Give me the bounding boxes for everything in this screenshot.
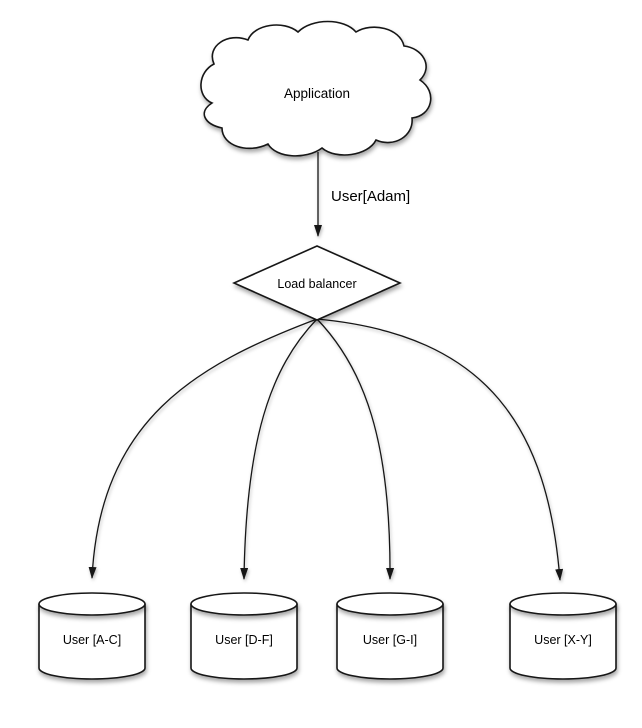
cylinder-body: [509, 604, 617, 680]
edge-loadbalancer-to-shard-gi: [316, 318, 395, 580]
load-balancer-node: Load balancer: [232, 245, 402, 321]
cloud-shape: [200, 20, 432, 157]
shard-label-df: User [D-F]: [215, 633, 273, 647]
user-adam-edge-label: User[Adam]: [331, 188, 410, 205]
edge-loadbalancer-to-shard-df: [240, 318, 318, 580]
cylinder-top: [336, 592, 444, 616]
shard-label-ac: User [A-C]: [63, 633, 121, 647]
shard-node-xy: User [X-Y]: [509, 592, 617, 680]
shard-label-gi: User [G-I]: [363, 633, 417, 647]
shard-node-gi: User [G-I]: [336, 592, 444, 680]
application-label: Application: [284, 86, 350, 101]
diamond-shape: [232, 245, 402, 321]
cylinder-body: [190, 604, 298, 680]
cylinder-top: [38, 592, 146, 616]
cylinder-body: [38, 604, 146, 680]
edge-loadbalancer-to-shard-ac: [88, 318, 318, 579]
cylinder-top: [190, 592, 298, 616]
cylinder-top: [509, 592, 617, 616]
cylinder-body: [336, 604, 444, 680]
application-cloud-node: Application: [200, 20, 432, 157]
shard-label-xy: User [X-Y]: [534, 633, 592, 647]
edge-loadbalancer-to-shard-xy: [316, 318, 564, 581]
shard-node-ac: User [A-C]: [38, 592, 146, 680]
load-balancer-label: Load balancer: [277, 277, 356, 291]
shard-node-df: User [D-F]: [190, 592, 298, 680]
